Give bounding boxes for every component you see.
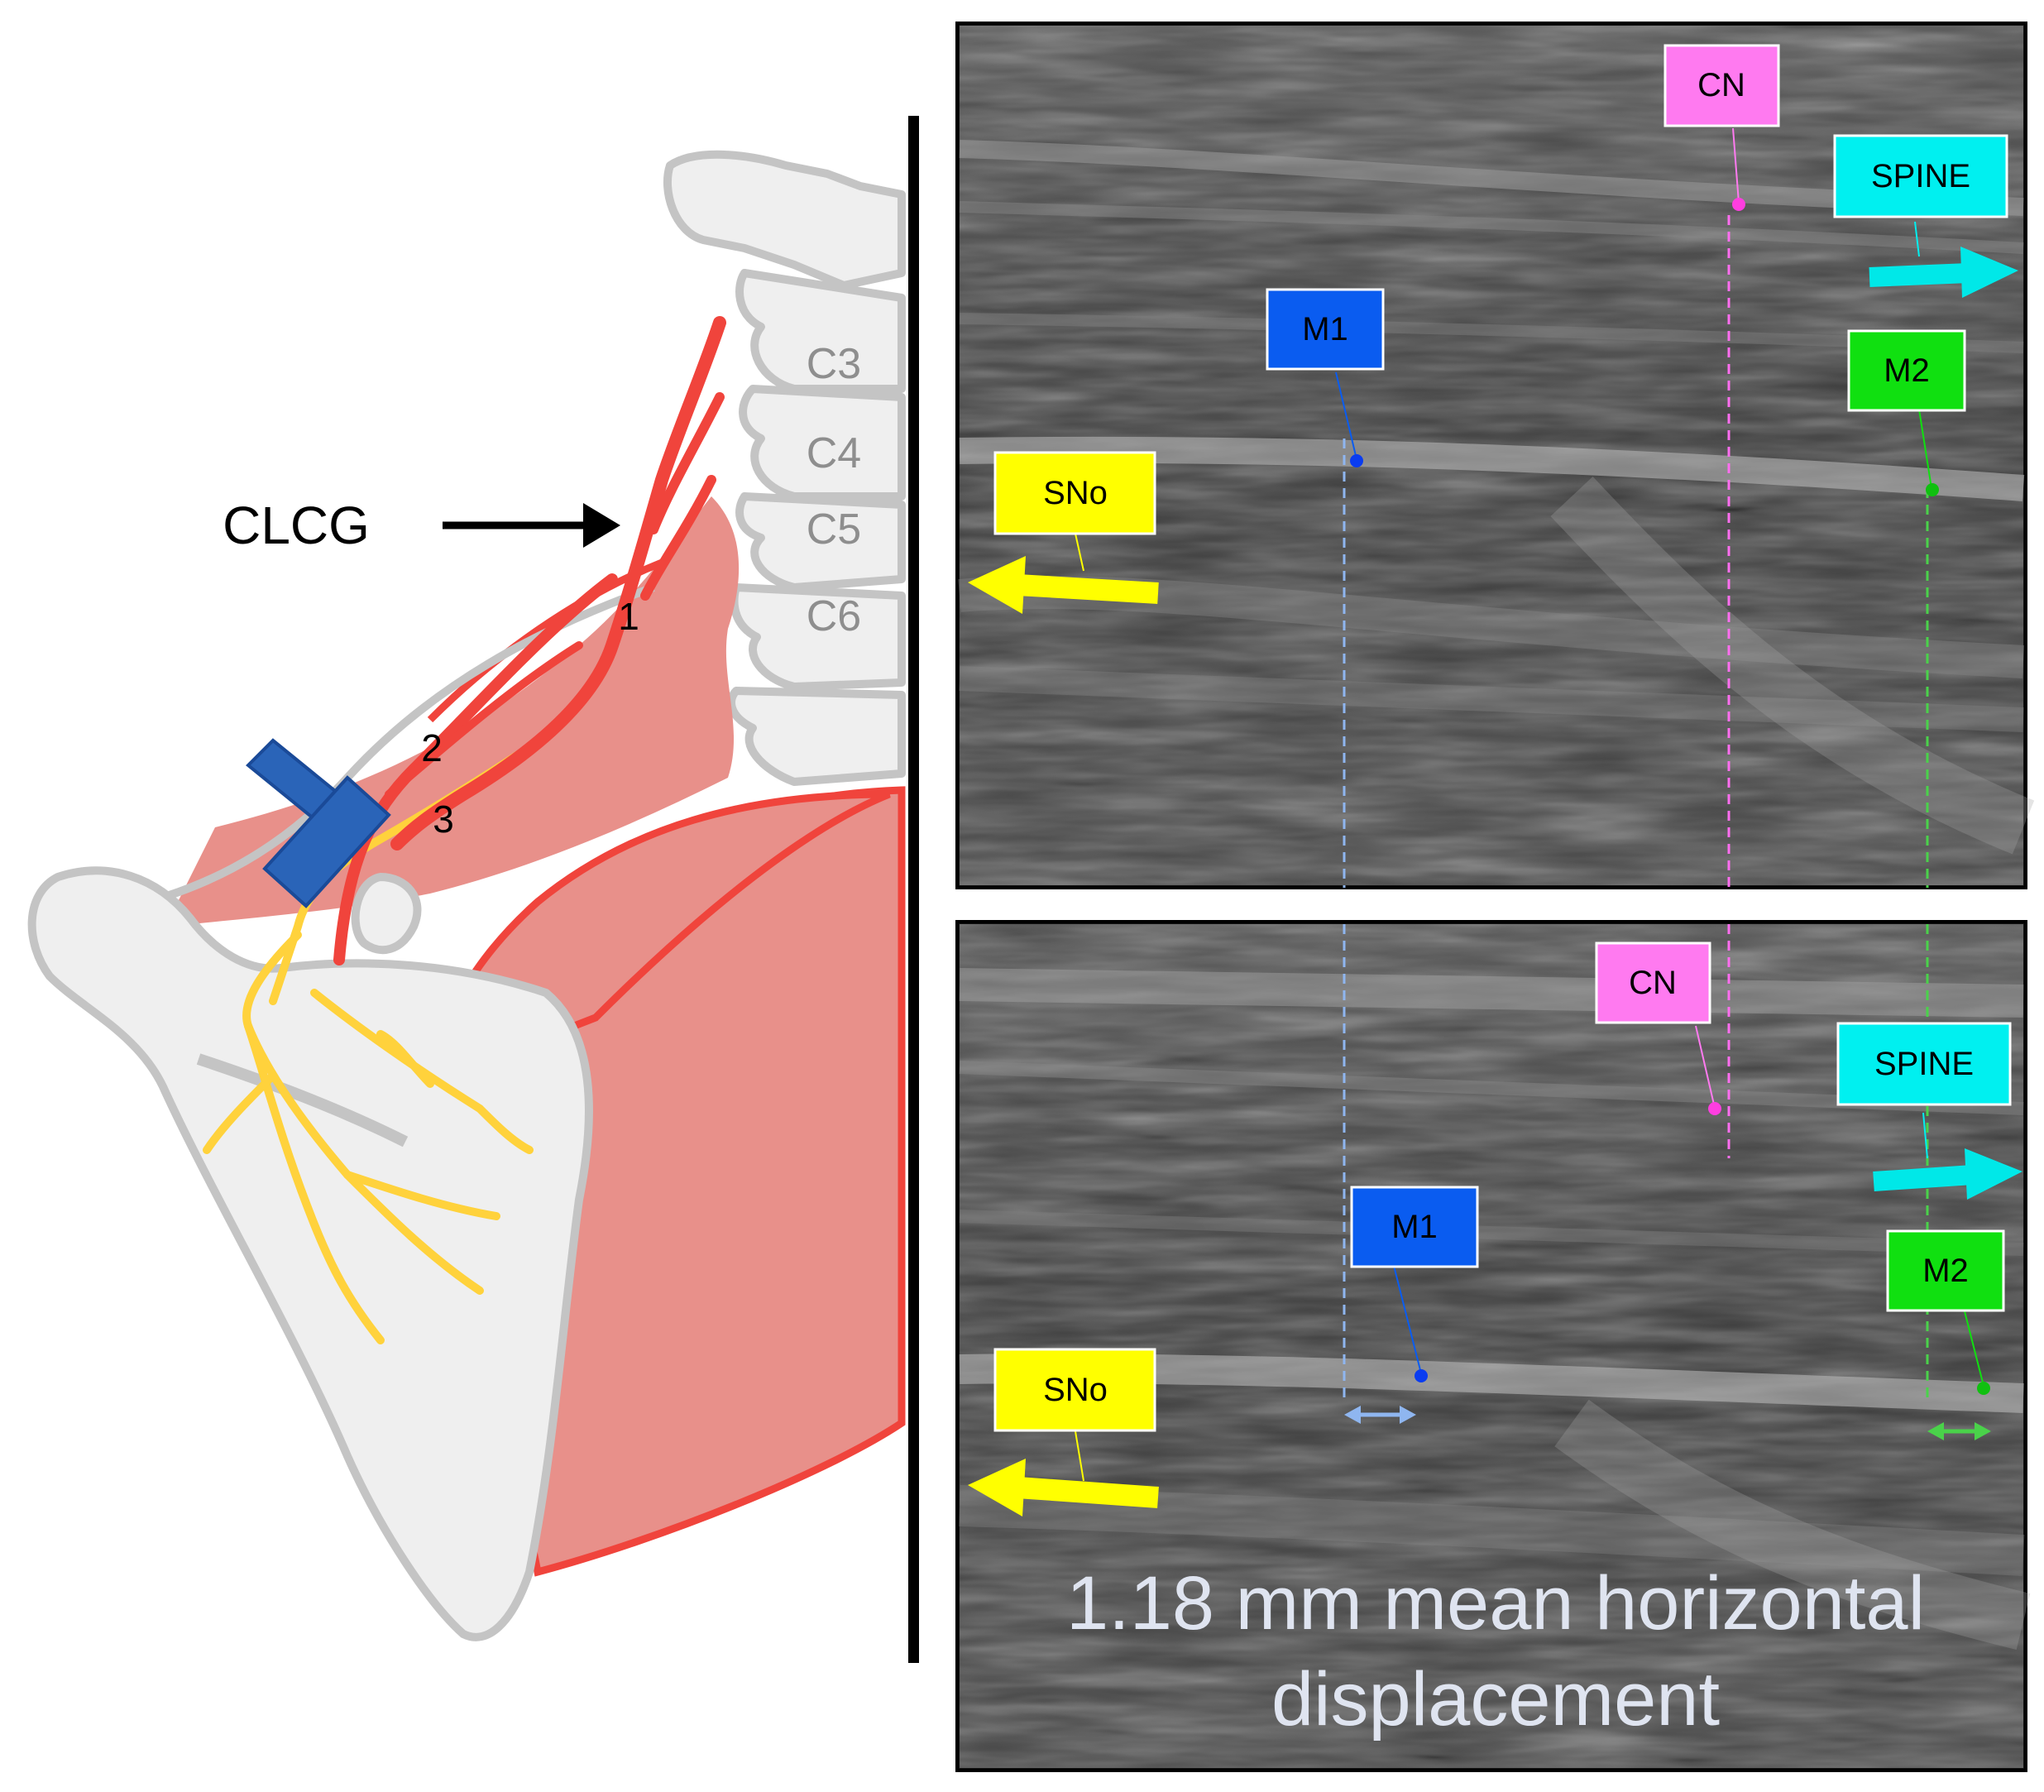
label-spine-bottom: SPINE [1874,1046,1974,1082]
label-m2-bottom: M2 [1922,1253,1969,1289]
label-spine-top: SPINE [1871,158,1970,194]
ultrasound-panel-top: CN SPINE M1 M2 SNo [955,22,2035,889]
label-m2-top: M2 [1884,352,1930,389]
caption-line-1: 1.18 mm mean horizontal [1066,1561,1925,1646]
displacement-arrow-m1 [1344,1406,1416,1424]
vertebra-label-c5: C5 [807,505,861,553]
clcg-label: CLCG [223,496,370,555]
spine-arrow-top [1869,247,2018,298]
sno-arrow-bottom [968,1459,1159,1516]
clcg-arrow [443,503,620,548]
label-m1-top: M1 [1302,311,1348,347]
branch-number-3: 3 [433,798,454,841]
label-m1-bottom: M1 [1391,1209,1438,1245]
label-cn-bottom: CN [1629,965,1677,1001]
anatomy-drawing: C3 C4 C5 C6 [27,150,906,1641]
sno-arrow-top [968,556,1159,614]
scapula [27,866,593,1641]
spine-arrow-bottom [1873,1148,2022,1200]
displacement-arrow-m2 [1927,1422,1991,1440]
red-nerves [333,316,726,965]
ultrasound-probe [246,738,391,908]
branch-number-1: 1 [618,595,639,638]
scapular-spine [196,1053,409,1148]
label-sno-bottom: SNo [1043,1372,1108,1408]
vertical-divider [908,116,919,1663]
label-cn-top: CN [1697,67,1745,103]
nerve-branch-1 [390,316,726,850]
label-sno-top: SNo [1043,475,1108,511]
cervical-spine [663,150,906,786]
vertebra-label-c3: C3 [807,340,861,388]
vertebra-label-c4: C4 [807,429,861,477]
ultrasound-panel-bottom: CN SPINE M1 M2 SNo 1.18 mm mean horizont… [955,920,2031,1772]
caption-line-2: displacement [1271,1657,1720,1742]
vertebra-label-c6: C6 [807,592,861,640]
branch-number-2: 2 [421,726,443,769]
